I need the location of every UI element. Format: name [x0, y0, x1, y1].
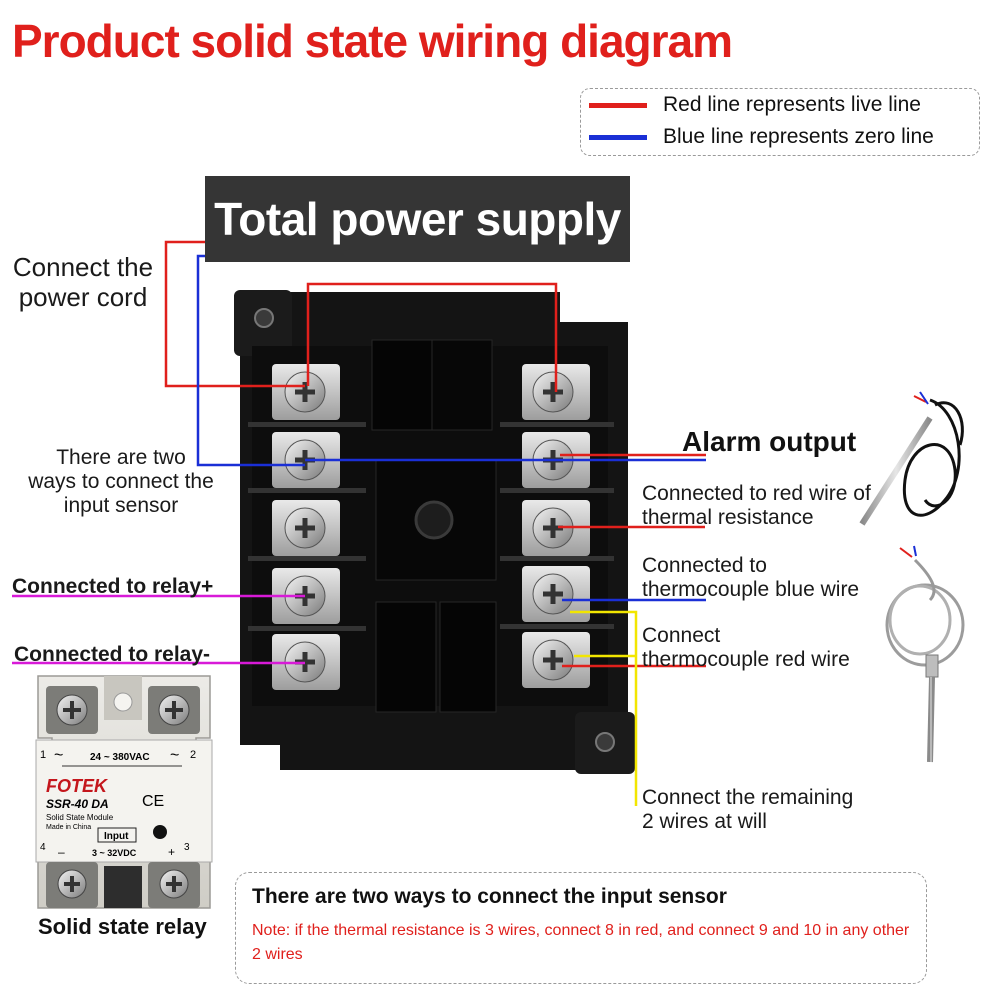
thermocouple-blue-line-2: thermocouple blue wire	[642, 578, 860, 601]
ssr-minus-symbol: –	[58, 845, 65, 859]
thermal-resistance-line-2: thermal resistance	[642, 506, 814, 529]
legend-item-zero: Blue line represents zero line	[589, 125, 934, 149]
input-sensor-note: There are two ways to connect the input …	[235, 872, 927, 984]
ssr-ac-symbol-right: ~	[170, 747, 179, 764]
terminal-10	[522, 632, 590, 688]
ssr-terminal-1: 1	[40, 749, 46, 761]
legend-label-zero: Blue line represents zero line	[663, 125, 934, 148]
thermocouple-red-line-2: thermocouple red wire	[642, 648, 850, 671]
thermocouple-blue-label: Connected to thermocouple blue wire	[642, 554, 859, 602]
remaining-wires-label: Connect the remaining 2 wires at will	[642, 786, 853, 834]
power-cord-line-2: power cord	[18, 282, 148, 312]
ssr-input-label: Input	[104, 831, 129, 842]
input-sensor-line-2: ways to connect the	[28, 470, 214, 493]
thermal-resistance-line-1: Connected to red wire of	[642, 482, 871, 505]
note-text: Note: if the thermal resistance is 3 wir…	[252, 922, 910, 963]
terminal-9	[522, 566, 590, 622]
legend-item-live: Red line represents live line	[589, 93, 921, 117]
terminal-3	[272, 500, 340, 556]
ssr-ac-range: 24 ~ 380VAC	[90, 752, 150, 763]
power-cord-live-wire	[164, 240, 305, 388]
ssr-plus-symbol: +	[168, 845, 175, 859]
solid-state-relay: 1 ~ 24 ~ 380VAC ~ 2 FOTEK SSR-40 DA CE S…	[35, 675, 213, 909]
input-sensor-line-3: input sensor	[63, 494, 179, 517]
thermocouple-red-line-1: Connect	[642, 624, 721, 647]
ssr-model: SSR-40 DA	[46, 797, 109, 811]
wires	[12, 240, 706, 806]
remaining-wires-line-2: 2 wires at will	[642, 810, 767, 833]
input-sensor-line-1: There are two	[56, 446, 186, 469]
power-cord-zero-wire	[196, 254, 305, 467]
ssr-terminal-2: 2	[190, 749, 196, 761]
thermocouple-blue-line-1: Connected to	[642, 554, 767, 577]
ssr-ce-mark: CE	[142, 793, 164, 810]
alarm-output-label: Alarm output	[682, 426, 857, 457]
ssr-brand: FOTEK	[46, 776, 109, 796]
live-line-swatch	[589, 102, 647, 108]
total-power-supply-label: Total power supply	[205, 176, 630, 262]
remaining-wire-upper	[570, 610, 638, 806]
power-cord-line-1: Connect the	[12, 252, 154, 282]
line-legend: Red line represents live line Blue line …	[580, 88, 980, 156]
remaining-wires-line-1: Connect the remaining	[642, 786, 854, 809]
page-title: Product solid state wiring diagram	[12, 15, 733, 67]
note-heading: There are two ways to connect the input …	[252, 885, 727, 908]
ssr-dc-range: 3 ~ 32VDC	[92, 848, 137, 858]
thermal-resistance-probe	[859, 391, 964, 526]
terminal-8	[522, 500, 590, 556]
ssr-caption: Solid state relay	[38, 914, 207, 939]
ssr-terminal-3: 3	[184, 842, 190, 853]
ssr-module-text: Solid State Module	[46, 813, 114, 822]
terminal-1	[272, 364, 340, 420]
thermocouple-probe	[885, 545, 965, 763]
input-sensor-ways-label: There are two ways to connect the input …	[10, 446, 232, 518]
ssr-origin: Made in China	[46, 824, 91, 831]
ssr-ac-symbol-left: ~	[54, 747, 63, 764]
thermal-resistance-label: Connected to red wire of thermal resista…	[642, 482, 871, 530]
zero-line-swatch	[589, 134, 647, 140]
supply-live-wire	[306, 282, 558, 392]
relay-minus-label: Connected to relay-	[14, 643, 211, 666]
left-terminal-column	[272, 364, 340, 690]
power-cord-label: Connect the power cord	[4, 252, 162, 312]
relay-plus-label: Connected to relay+	[12, 575, 214, 598]
legend-label-live: Red line represents live line	[663, 93, 921, 116]
thermocouple-red-label: Connect thermocouple red wire	[642, 624, 850, 672]
ssr-terminal-4: 4	[40, 842, 46, 853]
